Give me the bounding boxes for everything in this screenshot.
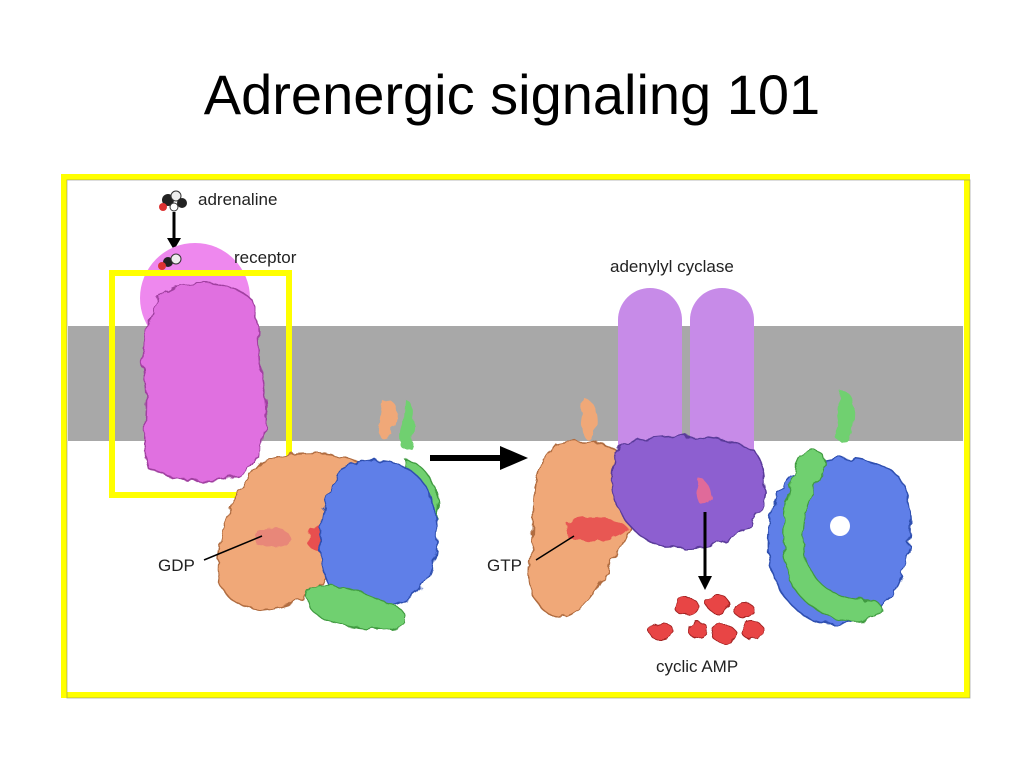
g-alpha-lipid-tail [580,398,597,440]
g-beta-subunit [319,459,438,609]
g-gamma-lipid-tail [835,391,855,443]
g-alpha-active [527,398,638,619]
g-gamma-lipid-tail [379,400,397,439]
gdp-pointer [203,535,263,561]
g-gamma-lipid-tail [399,398,415,451]
g-protein-inactive [216,398,438,630]
cyclic-amp-label: cyclic AMP [656,657,738,676]
g-beta-gamma-released [767,391,912,625]
figure-frame-shadow [66,179,971,699]
adrenaline-molecule-icon [159,190,187,212]
camp-production-arrow [698,512,712,590]
g-gamma-subunit [305,584,407,630]
g-beta-pore [830,516,850,536]
receptor-protein [142,281,268,482]
gtp-pointer [535,535,575,561]
gtp-site [566,517,628,541]
active-site [695,478,712,506]
adrenaline-label: adrenaline [198,190,277,209]
receptor-highlight-box [109,270,292,498]
g-gamma-subunit [783,448,882,622]
receptor-label: receptor [234,248,297,267]
bound-adrenaline-icon [158,253,182,270]
activation-arrow [430,446,528,470]
cyclic-amp-molecules [649,594,764,644]
adenylyl-cyclase-membrane-domain [618,288,754,470]
gtp-label: GTP [487,556,522,575]
adenylyl-cyclase-catalytic-domain [611,435,766,549]
binding-arrow [167,212,181,250]
gdp-label: GDP [158,556,195,575]
slide-title: Adrenergic signaling 101 [203,63,821,126]
adenylyl-cyclase-label: adenylyl cyclase [610,257,734,276]
gdp-site [256,527,292,548]
